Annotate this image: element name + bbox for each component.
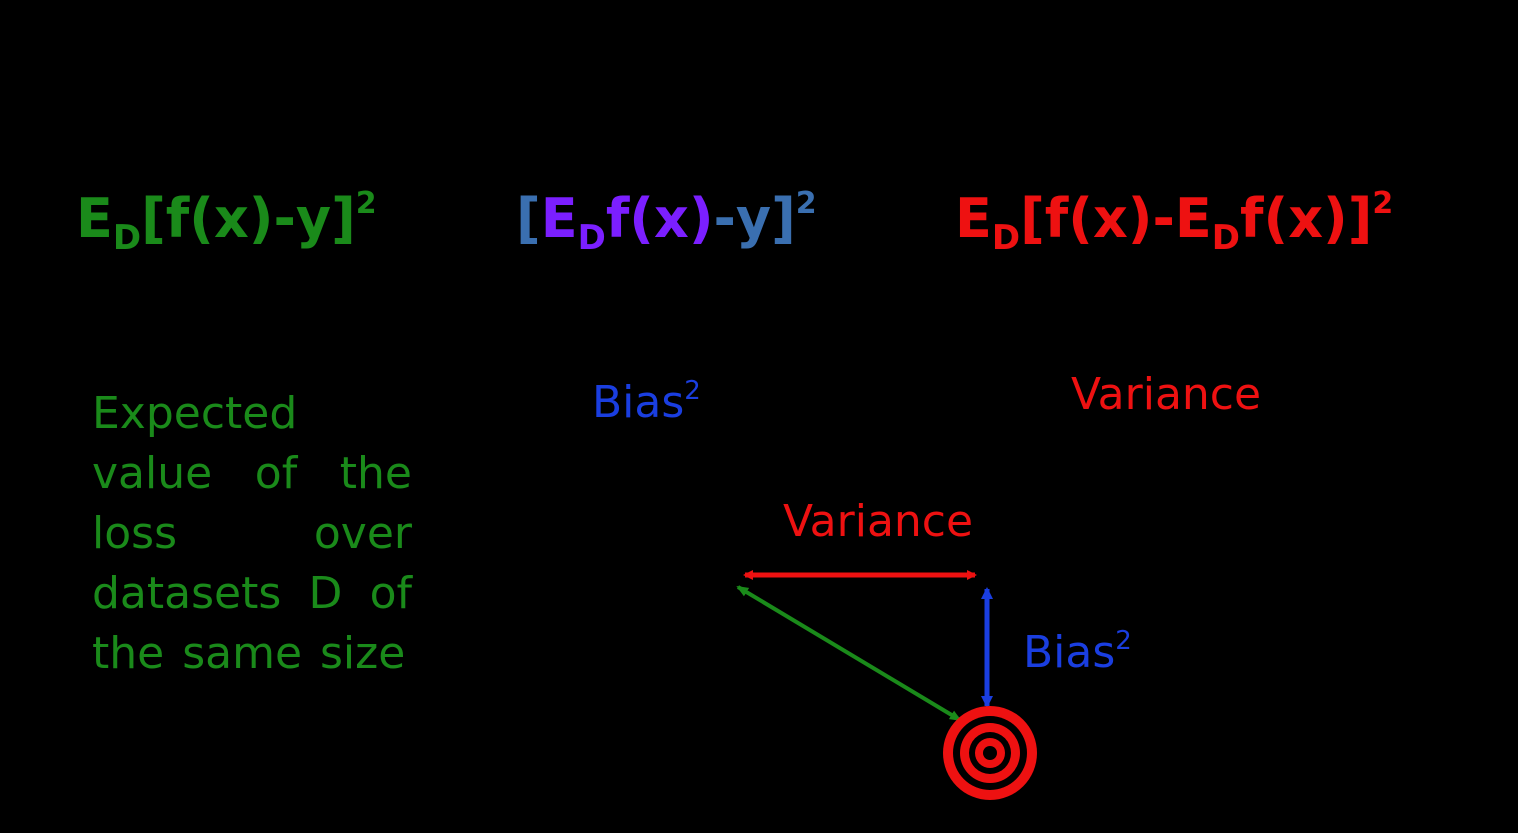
bias-label-power: 2 <box>684 376 701 406</box>
bullseye-target-icon <box>943 706 1037 800</box>
variance-label: Variance <box>1071 369 1262 420</box>
formula-total-power: 2 <box>355 186 377 221</box>
formula-var-mid: [f(x)- <box>1020 187 1175 250</box>
formula-bias-open: [ <box>516 187 541 250</box>
formula-bias-sub: D <box>577 218 606 258</box>
formula-var-e2: E <box>1174 187 1212 250</box>
diagram-bias-text: Bias <box>1023 627 1116 678</box>
diagram-bias-squared-label: Bias2 <box>1023 628 1132 675</box>
formula-bias-power: 2 <box>795 186 817 221</box>
formula-bias-inner: f(x) <box>605 187 714 250</box>
formula-total-body: [f(x)-y] <box>141 187 356 250</box>
expected-loss-formula: ED[f(x)-y]2 <box>76 189 377 256</box>
formula-bias-rest: -y] <box>713 187 796 250</box>
diagram-bias-power: 2 <box>1115 626 1132 656</box>
formula-bias-e: E <box>540 187 578 250</box>
formula-var-sub1: D <box>991 218 1021 258</box>
expected-loss-description: Expected value of the loss over datasets… <box>92 388 412 679</box>
formula-total-e: E <box>76 187 113 250</box>
diagram-variance-label: Variance <box>783 496 974 547</box>
expected-loss-arrow <box>736 585 962 722</box>
formula-total-sub: D <box>112 218 142 258</box>
formula-var-sub2: D <box>1211 218 1241 258</box>
variance-formula: ED[f(x)-EDf(x)]2 <box>955 189 1393 256</box>
formula-var-e1: E <box>955 187 992 250</box>
formula-var-power: 2 <box>1372 186 1394 221</box>
bias-squared-formula: [EDf(x)-y]2 <box>516 189 817 256</box>
bias-squared-label: Bias2 <box>592 378 701 425</box>
bias-label-text: Bias <box>592 377 685 428</box>
formula-var-end: f(x)] <box>1240 187 1373 250</box>
